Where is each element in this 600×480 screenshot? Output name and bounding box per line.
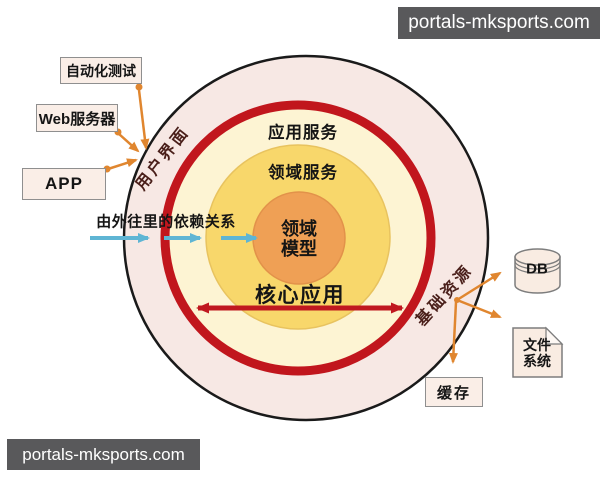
label-application-services: 应用服务 [268,124,338,142]
node-automated-testing: 自动化测试 [60,57,142,84]
node-app: APP [22,168,106,200]
node-web-server-label: Web服务器 [38,110,116,128]
file-system-icon [512,326,564,378]
node-web-server: Web服务器 [36,104,118,132]
label-domain-model-line1: 领域 [281,219,317,239]
node-cache-label: 缓存 [436,384,471,402]
label-domain-services: 领域服务 [268,164,338,182]
label-domain-model-line2: 模型 [281,239,317,259]
label-dependency-note: 由外往里的依赖关系 [96,213,236,231]
watermark-bottom-left-text: portals-mksports.com [22,444,185,464]
label-db: DB [526,260,548,278]
right-connectors [448,271,502,364]
watermark-top-right: portals-mksports.com [398,7,600,39]
node-app-label: APP [45,174,83,193]
label-file-system-line1: 文件 [523,337,551,353]
label-file-system-line2: 系统 [523,353,551,369]
label-core-application: 核心应用 [255,284,345,307]
database-icon [514,248,561,294]
watermark-top-right-text: portals-mksports.com [408,12,590,33]
node-cache: 缓存 [425,377,483,407]
node-automated-testing-label: 自动化测试 [66,62,136,79]
label-file-system: 文件 系统 [523,337,551,369]
watermark-bottom-left: portals-mksports.com [7,439,200,470]
label-domain-model: 领域 模型 [281,219,317,259]
